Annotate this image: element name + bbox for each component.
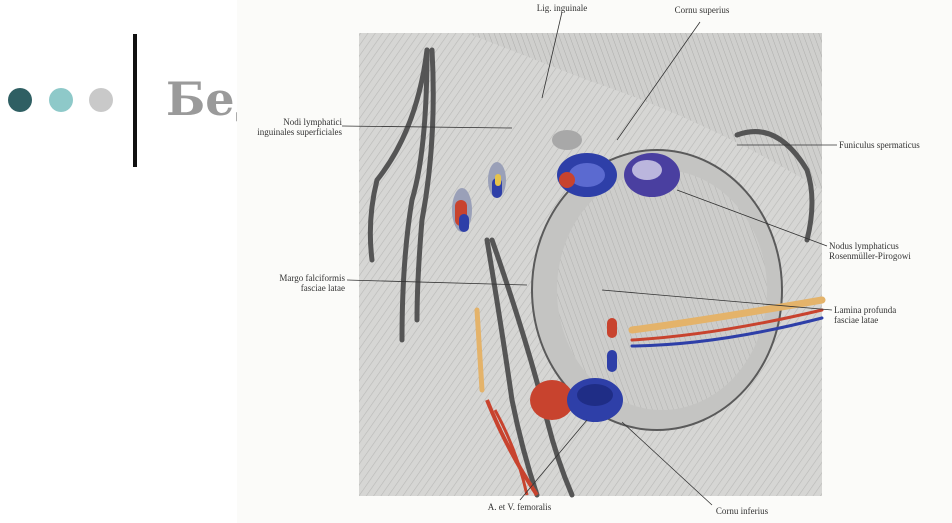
label-lig-inguinale: Lig. inguinale xyxy=(536,3,588,13)
label-cornu-superius: Cornu superius xyxy=(674,5,730,15)
bullet-dot-light xyxy=(49,88,73,112)
label-lamina-line2: fasciae latae xyxy=(834,315,879,325)
label-nodus-line1: Nodus lymphaticus xyxy=(829,241,899,251)
label-margo-line2: fasciae latae xyxy=(300,283,345,293)
femoral-region-drawing xyxy=(341,11,837,506)
lamina-profunda xyxy=(557,170,767,410)
bullet-dot-dark xyxy=(8,88,32,112)
label-funiculus: Funiculus spermaticus xyxy=(839,140,920,150)
label-lamina-line1: Lamina profunda xyxy=(834,305,897,315)
title-divider xyxy=(133,34,137,167)
bullet-dot-gray xyxy=(89,88,113,112)
label-cornu-inferius: Cornu inferius xyxy=(715,506,769,516)
inguinal-ligament-region xyxy=(467,33,822,190)
vessels-small xyxy=(455,174,617,372)
label-nodus-line2: Rosenmüller-Pirogowi xyxy=(829,251,911,261)
anatomical-illustration: Lig. inguinale Cornu superius Nodi lymph… xyxy=(237,0,952,523)
vessels-superior xyxy=(557,153,680,197)
lateral-bundle xyxy=(474,296,826,393)
vessels-inferior xyxy=(485,378,623,497)
leader-lines xyxy=(341,11,837,506)
label-nodi-line2: inguinales superficiales xyxy=(257,127,342,137)
label-nodi-line1: Nodi lymphatici xyxy=(283,117,342,127)
label-margo-line1: Margo falciformis xyxy=(279,273,345,283)
label-femoralis: A. et V. femoralis xyxy=(487,502,552,512)
